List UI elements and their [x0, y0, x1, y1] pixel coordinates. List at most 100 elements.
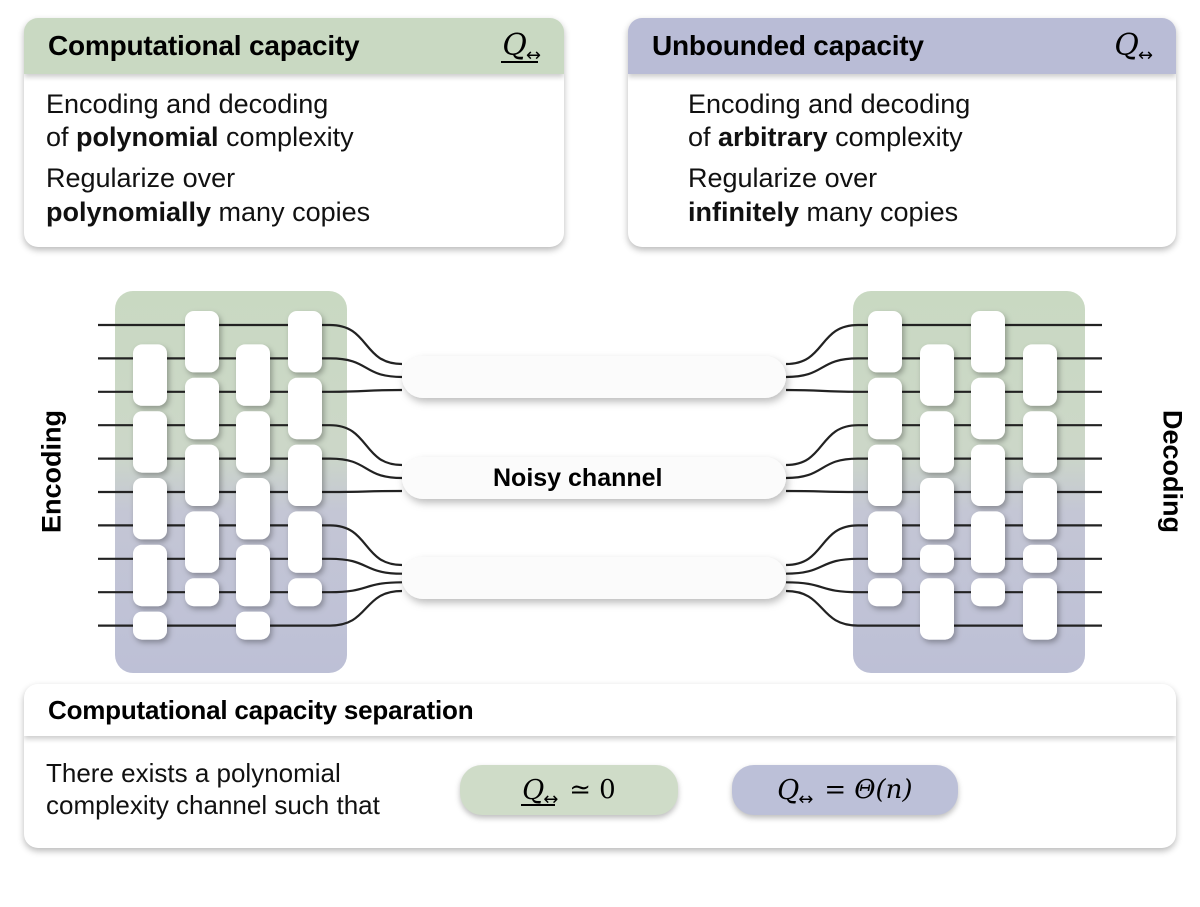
- circuit-gate: [971, 444, 1005, 506]
- text-line: complexity channel such that: [46, 790, 380, 820]
- circuit-wire: [785, 388, 859, 393]
- text-line: Regularize over: [46, 163, 236, 194]
- circuit-gate: [868, 444, 902, 506]
- circuit-gate: [288, 377, 322, 440]
- bidirectional-arrow-subscript: ↔: [1137, 45, 1153, 66]
- card-computational-capacity: Computational capacity Q↔ Encoding and d…: [24, 18, 564, 247]
- card-body-capacity-separation: There exists a polynomial complexity cha…: [24, 736, 1176, 848]
- circuit-wire: [785, 489, 859, 494]
- card-header-unbounded-capacity: Unbounded capacity Q↔: [628, 18, 1176, 74]
- circuit-wire: [785, 357, 859, 379]
- circuit-gate: [236, 344, 270, 406]
- text-emphasis: polynomial: [76, 122, 219, 153]
- text-pre: of: [46, 122, 77, 153]
- card-title-computational-capacity: Computational capacity: [48, 30, 360, 61]
- circuit-gate: [185, 311, 219, 373]
- card-title-capacity-separation: Computational capacity separation: [48, 694, 474, 725]
- badge-symbol-underlined-q-icon: Q↔: [521, 774, 559, 808]
- circuit-gate: [236, 544, 270, 607]
- circuit-gate: [185, 444, 219, 506]
- card-header-computational-capacity: Computational capacity Q↔: [24, 18, 564, 74]
- circuit-gate: [920, 478, 954, 540]
- circuit-wire: [785, 457, 859, 480]
- text-line: of polynomial complexity: [46, 121, 542, 154]
- q-glyph: Q: [1114, 28, 1139, 63]
- noisy-channel-box: [402, 457, 786, 499]
- circuit-gate: [133, 611, 167, 640]
- gates-layer: [133, 311, 1057, 640]
- circuit-gate: [185, 578, 219, 607]
- circuit-wire: [785, 524, 859, 567]
- q-glyph: Q: [502, 28, 527, 63]
- badge-relation: ≃: [569, 775, 592, 805]
- text-post: complexity: [827, 122, 963, 153]
- circuit-gate: [920, 344, 954, 406]
- circuit-gate: [868, 377, 902, 440]
- badge-unbounded-capacity-theta-n: Q↔ = Θ(n): [731, 765, 958, 815]
- circuit-diagram: Encoding Decoding: [0, 282, 1200, 682]
- circuit-gate: [288, 578, 322, 607]
- circuit-gate: [133, 544, 167, 607]
- badge-symbol-q-icon: Q↔: [777, 774, 814, 809]
- circuit-gate: [971, 511, 1005, 573]
- circuit-gate: [971, 377, 1005, 440]
- text-line: Regularize over: [688, 163, 878, 194]
- text-line: polynomially many copies: [46, 196, 542, 229]
- text-post: many copies: [211, 196, 371, 227]
- circuit-gate: [185, 377, 219, 440]
- circuit-wire: [329, 357, 403, 379]
- circuit-wire: [785, 581, 859, 594]
- circuit-wire: [785, 589, 859, 627]
- underline-bar: [501, 61, 538, 63]
- circuit-wire: [329, 457, 403, 480]
- circuit-wire: [785, 557, 859, 575]
- channels-layer: [402, 356, 786, 599]
- card-header-capacity-separation: Computational capacity separation: [24, 684, 1176, 736]
- text-emphasis: infinitely: [688, 196, 800, 227]
- bidirectional-arrow-subscript: ↔: [798, 788, 814, 810]
- circuit-wire: [329, 589, 403, 627]
- card-capacity-separation: Computational capacity separation There …: [24, 684, 1176, 848]
- text-line: There exists a polynomial: [46, 758, 341, 789]
- circuit-wire: [329, 489, 403, 494]
- underline-bar: [521, 803, 556, 806]
- circuit-wire: [785, 323, 859, 366]
- text-line: of arbitrary complexity: [688, 121, 1154, 154]
- noisy-channel-box: [402, 356, 786, 398]
- circuit-wire: [329, 424, 403, 467]
- circuit-wire: [329, 581, 403, 594]
- bidirectional-arrow-subscript: ↔: [543, 788, 559, 810]
- circuit-gate: [236, 611, 270, 640]
- circuit-gate: [868, 511, 902, 573]
- card-body-computational-capacity: Encoding and decoding of polynomial comp…: [24, 74, 564, 247]
- circuit-wire: [329, 557, 403, 575]
- circuit-gate: [1023, 344, 1057, 406]
- bidirectional-arrow-subscript: ↔: [525, 45, 541, 66]
- circuit-gate: [971, 311, 1005, 373]
- card-unbounded-capacity: Unbounded capacity Q↔ Encoding and decod…: [628, 18, 1176, 247]
- circuit-gate: [133, 411, 167, 473]
- badge-relation: =: [824, 775, 847, 805]
- card-body-unbounded-capacity: Encoding and decoding of arbitrary compl…: [628, 74, 1176, 247]
- noisy-channel-box: [402, 557, 786, 599]
- badge-rhs: 0: [599, 775, 616, 805]
- capacity-symbol-underlined-q-icon: Q↔: [501, 28, 542, 65]
- circuit-gate: [1023, 544, 1057, 573]
- text-pre: of: [688, 122, 719, 153]
- circuit-gate: [236, 411, 270, 473]
- circuit-wire: [329, 323, 403, 366]
- text-post: many copies: [799, 196, 959, 227]
- text-emphasis: arbitrary: [718, 122, 828, 153]
- text-line: infinitely many copies: [688, 196, 1154, 229]
- circuit-gate: [868, 311, 902, 373]
- circuit-gate: [920, 544, 954, 573]
- separation-statement: There exists a polynomial complexity cha…: [46, 758, 380, 821]
- capacity-symbol-q-icon: Q↔: [1114, 28, 1154, 65]
- circuit-gate: [920, 411, 954, 473]
- circuit-gate: [236, 478, 270, 540]
- circuit-gate: [288, 311, 322, 373]
- q-glyph: Q: [522, 774, 545, 806]
- circuit-gate: [288, 511, 322, 573]
- q-glyph: Q: [777, 774, 800, 806]
